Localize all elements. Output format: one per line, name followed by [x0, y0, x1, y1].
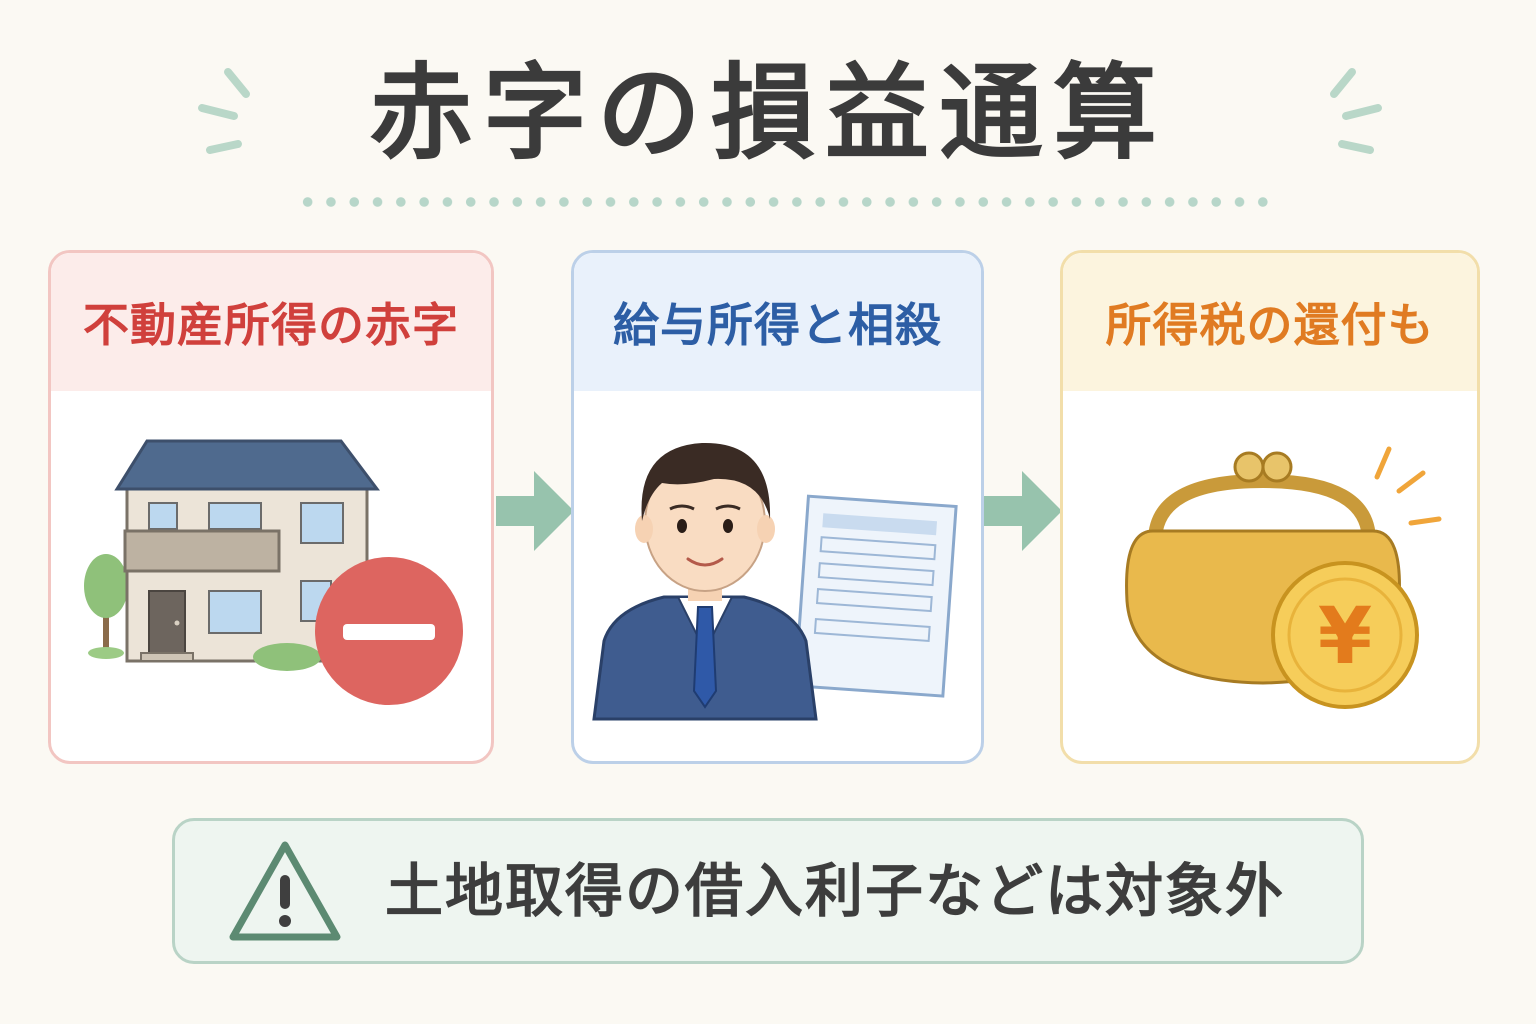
- spark-lines-left-icon: [198, 68, 250, 154]
- step-card-title: 所得税の還付も: [1063, 253, 1477, 391]
- exclusion-note: 土地取得の借入利子などは対象外: [172, 818, 1364, 964]
- step-card-tax-refund: 所得税の還付も ¥: [1060, 250, 1480, 764]
- note-text: 土地取得の借入利子などは対象外: [385, 857, 1286, 925]
- arrow-right-icon: [984, 471, 1062, 551]
- businessman-with-document-icon: [592, 442, 958, 721]
- page-title: 赤字の損益通算: [368, 52, 1167, 174]
- dotted-divider: [296, 196, 1276, 208]
- yen-symbol: ¥: [1318, 592, 1372, 682]
- step-card-title: 給与所得と相殺: [574, 253, 981, 391]
- spark-lines-right-icon: [1330, 68, 1382, 154]
- warning-icon: [229, 841, 341, 941]
- purse-with-yen-coin-icon: ¥: [1125, 446, 1442, 709]
- step-card-title: 不動産所得の赤字: [51, 253, 491, 391]
- house-with-minus-icon: [84, 439, 463, 705]
- step-card-rental-loss: 不動産所得の赤字: [48, 250, 494, 764]
- arrow-right-icon: [496, 471, 574, 551]
- step-card-salary-offset: 給与所得と相殺: [571, 250, 984, 764]
